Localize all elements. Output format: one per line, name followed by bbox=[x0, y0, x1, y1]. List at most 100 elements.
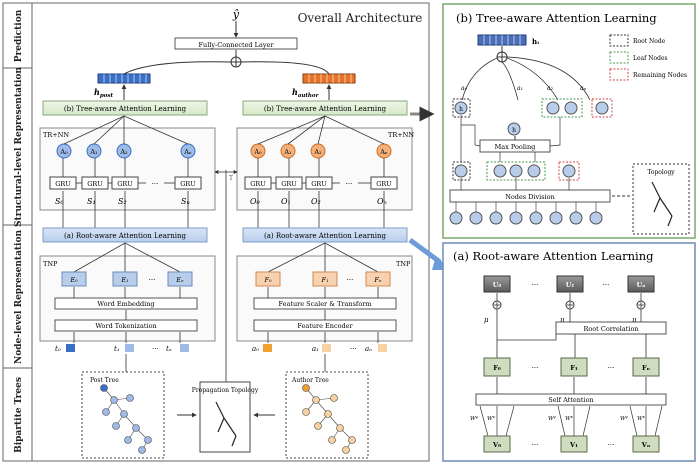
svg-text:Oₙ: Oₙ bbox=[377, 197, 387, 206]
svg-text:Wᴷ: Wᴷ bbox=[565, 415, 574, 422]
post-tree-graph bbox=[100, 384, 152, 454]
tree-att-right-bar bbox=[242, 100, 408, 116]
svg-text:aₙ: aₙ bbox=[365, 345, 372, 353]
post-tree-label: Post Tree bbox=[90, 377, 119, 384]
tree-aware-panel: (b) Tree-aware Attention Learning hₜ Roo… bbox=[442, 3, 696, 239]
svg-text:tₙ: tₙ bbox=[166, 345, 172, 353]
svg-text:T: T bbox=[229, 175, 233, 182]
right-a-inputs: a₀ a₁ ··· aₙ bbox=[252, 344, 387, 353]
row-label-bipartite: Bipartite Trees bbox=[14, 377, 24, 453]
nodes-division-box bbox=[449, 189, 611, 203]
svg-text:h: h bbox=[512, 127, 516, 134]
svg-text:O₀: O₀ bbox=[250, 197, 261, 206]
ht-label: hₜ bbox=[532, 37, 540, 46]
svg-text:aₙ: aₙ bbox=[580, 85, 587, 92]
svg-text:O₁: O₁ bbox=[281, 197, 291, 206]
left-e-boxes: E₀ E₁ ··· Eₙ bbox=[61, 271, 193, 287]
svg-text:A₀: A₀ bbox=[253, 148, 262, 156]
svg-text:U₀: U₀ bbox=[493, 281, 502, 289]
svg-text:h: h bbox=[459, 106, 463, 113]
nodes-division-label: Nodes Division bbox=[505, 193, 555, 201]
propagation-topology-label: Propagation Topology bbox=[192, 387, 259, 394]
left-trnn-label: TR+NN bbox=[43, 131, 69, 139]
svg-text:GRU: GRU bbox=[117, 180, 133, 188]
right-alpha-nodes: A₀ A₁ A₂ Aₙ bbox=[250, 143, 392, 159]
root-att-right-label: (a) Root-aware Attention Learning bbox=[264, 232, 387, 240]
y-hat: ŷ bbox=[232, 8, 240, 21]
u-boxes: U₀ U₁ Uₙ bbox=[483, 275, 655, 293]
svg-text:GRU: GRU bbox=[311, 180, 327, 188]
svg-text:GRU: GRU bbox=[250, 180, 266, 188]
svg-text:A₁: A₁ bbox=[283, 148, 292, 156]
left-alpha-nodes: A₀ A₁ A₂ Aₙ bbox=[56, 143, 196, 159]
svg-text:F₀: F₀ bbox=[493, 364, 501, 372]
svg-text:···: ··· bbox=[532, 281, 539, 289]
svg-text:t₀: t₀ bbox=[55, 345, 61, 353]
svg-text:A₂: A₂ bbox=[313, 148, 322, 156]
svg-text:O₂: O₂ bbox=[311, 197, 321, 206]
self-attention-box bbox=[475, 393, 667, 406]
svg-text:···: ··· bbox=[149, 276, 156, 284]
tree-att-left-label: (b) Tree-aware Attention Learning bbox=[64, 105, 187, 113]
svg-text:V₁: V₁ bbox=[569, 441, 578, 449]
svg-text:···: ··· bbox=[608, 441, 615, 449]
row-label-node: Node-level Representation bbox=[14, 230, 24, 365]
svg-text:Uₙ: Uₙ bbox=[636, 281, 646, 289]
feature-encoder-label: Feature Encoder bbox=[297, 322, 353, 330]
svg-text:GRU: GRU bbox=[376, 180, 392, 188]
svg-text:Fₙ: Fₙ bbox=[642, 364, 651, 372]
root-correlation-label: Root Correlation bbox=[583, 325, 638, 333]
propagation-topology-box bbox=[199, 381, 251, 453]
svg-text:GRU: GRU bbox=[180, 180, 196, 188]
v-boxes: V₀ V₁ Vₙ bbox=[483, 435, 660, 453]
left-gru-cells: GRU GRU GRU ··· GRU bbox=[49, 176, 202, 190]
svg-text:Wᵠ: Wᵠ bbox=[470, 416, 479, 422]
svg-text:···: ··· bbox=[350, 345, 357, 353]
left-t-inputs: t₀ t₁ ··· tₙ bbox=[55, 344, 189, 353]
svg-text:···: ··· bbox=[152, 345, 159, 353]
svg-text:Leaf Nodes: Leaf Nodes bbox=[633, 55, 668, 62]
legend: Root Node Leaf Nodes Remaining Nodes bbox=[609, 34, 687, 81]
svg-text:U₁: U₁ bbox=[566, 281, 575, 289]
svg-text:μ: μ bbox=[632, 316, 637, 324]
tree-att-left-bar bbox=[42, 100, 208, 116]
svg-text:···: ··· bbox=[347, 276, 354, 284]
row-label-structural: Structural-level Representation bbox=[14, 67, 24, 227]
root-att-left-label: (a) Root-aware Attention Learning bbox=[64, 232, 187, 240]
h-post-vector bbox=[97, 73, 151, 84]
svg-text:···: ··· bbox=[532, 364, 539, 372]
propagation-topology-graph bbox=[215, 401, 237, 447]
h-post-label: hpost bbox=[94, 87, 113, 99]
svg-text:Wᴷ: Wᴷ bbox=[487, 415, 496, 422]
svg-text:S₀: S₀ bbox=[55, 197, 64, 206]
svg-text:Aₙ: Aₙ bbox=[183, 148, 192, 156]
svg-text:a₀: a₀ bbox=[252, 345, 259, 353]
author-tree-graph bbox=[302, 384, 356, 454]
overall-architecture: Prediction Structural-level Representati… bbox=[2, 2, 430, 462]
svg-text:V₀: V₀ bbox=[492, 441, 501, 449]
svg-text:S₂: S₂ bbox=[118, 197, 127, 206]
svg-text:Remaining Nodes: Remaining Nodes bbox=[633, 72, 687, 79]
svg-text:F₀: F₀ bbox=[263, 276, 272, 284]
svg-text:t₁: t₁ bbox=[114, 345, 120, 353]
h-author-label: hauthor bbox=[292, 87, 320, 99]
svg-text:Eₙ: Eₙ bbox=[175, 276, 184, 284]
overall-title: Overall Architecture bbox=[298, 11, 423, 25]
fc-layer-label: Fully-Connected Layer bbox=[199, 41, 275, 49]
svg-text:Vₙ: Vₙ bbox=[641, 441, 651, 449]
svg-text:GRU: GRU bbox=[281, 180, 297, 188]
svg-text:···: ··· bbox=[608, 364, 615, 372]
root-aware-panel: (a) Root-aware Attention Learning U₀ U₁ … bbox=[442, 242, 696, 462]
svg-text:Wᵠ: Wᵠ bbox=[548, 416, 557, 422]
svg-text:μ: μ bbox=[560, 316, 565, 324]
fc-layer-box bbox=[174, 37, 298, 50]
svg-text:A₂: A₂ bbox=[119, 148, 128, 156]
svg-text:Wᵠ: Wᵠ bbox=[620, 416, 629, 422]
svg-text:···: ··· bbox=[152, 180, 159, 188]
svg-text:GRU: GRU bbox=[87, 180, 103, 188]
svg-text:···: ··· bbox=[532, 441, 539, 449]
svg-text:μ: μ bbox=[484, 316, 489, 324]
